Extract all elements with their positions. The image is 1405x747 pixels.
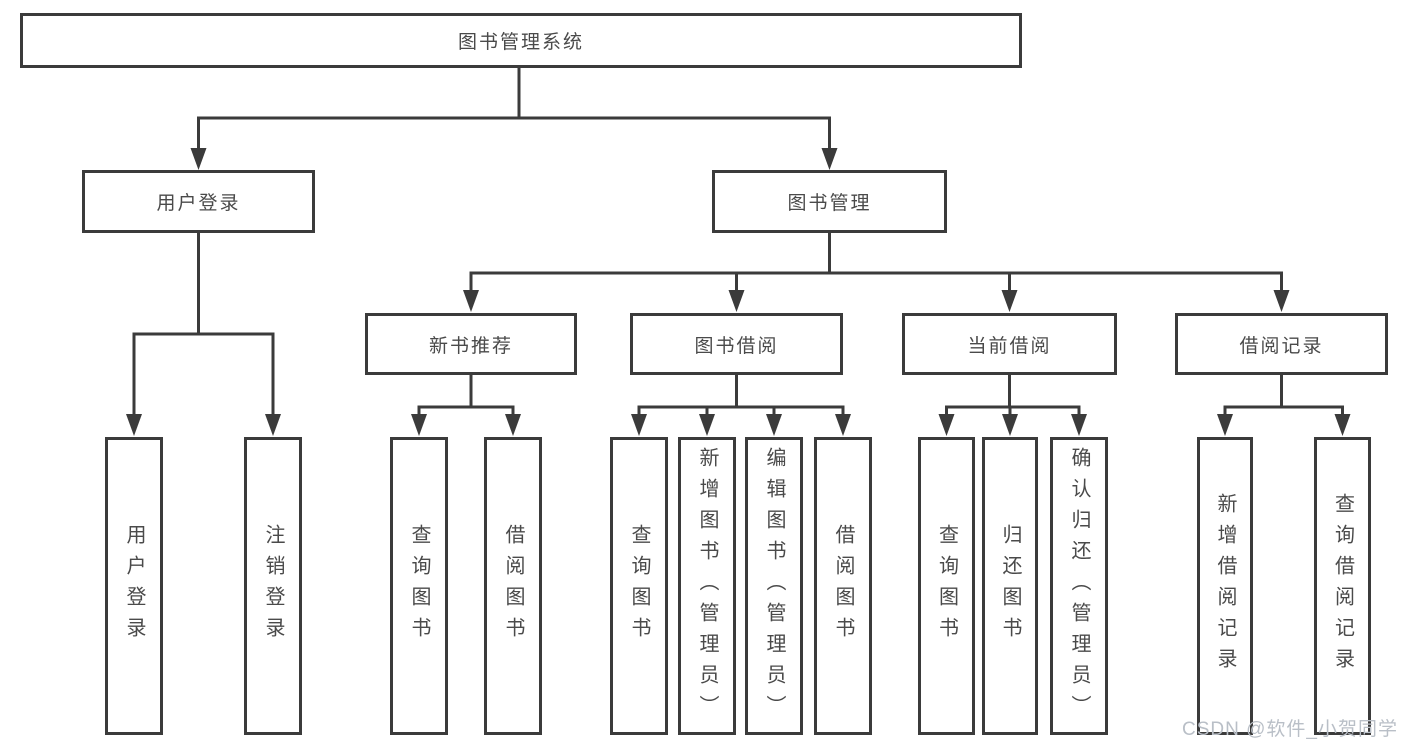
connector-root [190, 66, 838, 170]
leaf-edit-book-admin: 编辑图书（管理员） [745, 437, 803, 735]
node-root-system: 图书管理系统 [20, 13, 1022, 68]
node-user-login: 用户登录 [82, 170, 315, 233]
node-book-management: 图书管理 [712, 170, 947, 233]
node-new-book-recommend: 新书推荐 [365, 313, 577, 375]
leaf-borrow-books: 借阅图书 [814, 437, 872, 735]
node-current-borrow: 当前借阅 [902, 313, 1117, 375]
connector-borrow-record [1217, 375, 1351, 436]
leaf-confirm-return-admin: 确认归还（管理员） [1050, 437, 1108, 735]
connector-book-borrow [631, 375, 851, 436]
connector-book-management [463, 233, 1290, 312]
leaf-add-book-admin: 新增图书（管理员） [678, 437, 736, 735]
leaf-logout: 注销登录 [244, 437, 302, 735]
leaf-return-book: 归还图书 [982, 437, 1038, 735]
connector-new-book-recommend [411, 375, 521, 436]
connector-user-login [126, 233, 281, 436]
leaf-add-borrow-record: 新增借阅记录 [1197, 437, 1253, 735]
connector-current-borrow [938, 375, 1087, 436]
leaf-query-books-borrow: 查询图书 [610, 437, 668, 735]
leaf-query-books-current: 查询图书 [918, 437, 975, 735]
node-borrow-record: 借阅记录 [1175, 313, 1388, 375]
leaf-user-login: 用户登录 [105, 437, 163, 735]
leaf-query-books-recommend: 查询图书 [390, 437, 448, 735]
node-book-borrow: 图书借阅 [630, 313, 843, 375]
leaf-borrow-books-recommend: 借阅图书 [484, 437, 542, 735]
csdn-watermark: CSDN @软件_小贺同学 [1182, 719, 1398, 740]
leaf-query-borrow-record: 查询借阅记录 [1314, 437, 1371, 735]
